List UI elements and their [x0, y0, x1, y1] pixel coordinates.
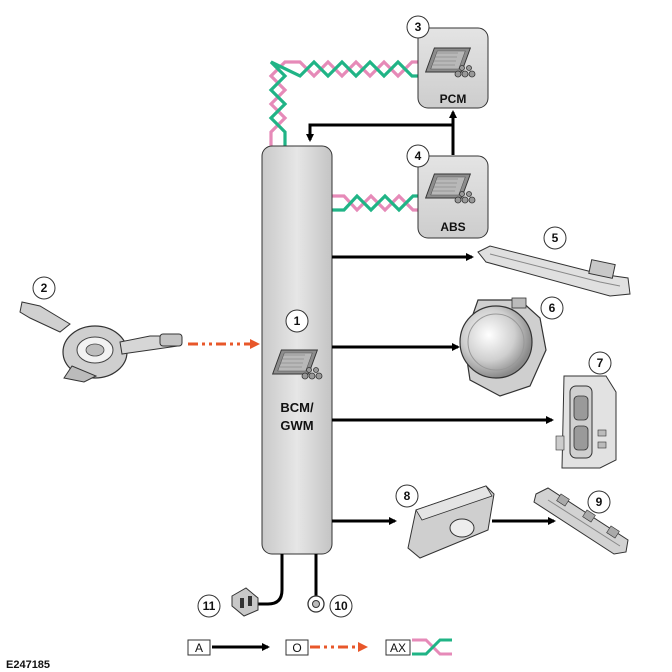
power-ground-leads [258, 554, 318, 606]
figure-reference: E247185 [6, 659, 50, 671]
legend-dashed-key: O [292, 641, 301, 655]
sensor-unit [407, 485, 495, 559]
actuator-rail [533, 487, 629, 555]
legend-can-key: AX [390, 641, 406, 655]
abs-label: ABS [440, 220, 465, 234]
bcm-gwm-module: BCM/ GWM [261, 145, 333, 555]
legend-solid: A [187, 639, 270, 656]
steering-column-switch [19, 301, 183, 383]
svg-text:3: 3 [415, 20, 422, 34]
fuse-lead [258, 554, 284, 606]
can-bus-pcm [268, 59, 420, 148]
legend-solid-key: A [195, 641, 203, 655]
fuse-icon [231, 587, 259, 617]
lamp-strip [477, 245, 631, 297]
svg-text:2: 2 [41, 281, 48, 295]
svg-text:8: 8 [404, 489, 411, 503]
callout-11: 11 [197, 594, 221, 618]
callout-2: 2 [32, 276, 56, 300]
svg-text:9: 9 [596, 495, 603, 509]
pcm-label: PCM [440, 92, 467, 106]
bcm-label-line2: GWM [280, 418, 313, 433]
callout-9: 9 [587, 490, 611, 514]
svg-text:7: 7 [597, 356, 604, 370]
pcm-module: PCM [417, 27, 489, 109]
abs-pcm-bcm-link [306, 110, 457, 155]
svg-text:4: 4 [415, 149, 422, 163]
can-bus-abs [332, 193, 420, 213]
bcm-label-line1: BCM/ [280, 400, 314, 415]
callout-10: 10 [329, 594, 353, 618]
svg-text:6: 6 [549, 301, 556, 315]
headlamp [459, 297, 547, 397]
callout-8: 8 [395, 484, 419, 508]
svg-text:1: 1 [294, 314, 301, 328]
svg-text:10: 10 [334, 599, 348, 613]
callout-5: 5 [543, 226, 567, 250]
output-arrows [332, 253, 556, 525]
ground-point-icon [307, 595, 325, 613]
callouts: 1 2 3 4 5 6 7 8 9 10 11 [32, 15, 612, 618]
callout-6: 6 [540, 296, 564, 320]
svg-text:11: 11 [203, 599, 216, 613]
legend-can: AX [385, 638, 452, 656]
switch-pack [555, 375, 617, 469]
callout-4: 4 [406, 144, 430, 168]
abs-module: ABS [417, 155, 489, 239]
callout-1: 1 [285, 309, 309, 333]
callout-7: 7 [588, 351, 612, 375]
legend: A O AX [187, 638, 452, 656]
legend-dashed: O [285, 639, 368, 656]
svg-text:5: 5 [552, 231, 559, 245]
callout-3: 3 [406, 15, 430, 39]
